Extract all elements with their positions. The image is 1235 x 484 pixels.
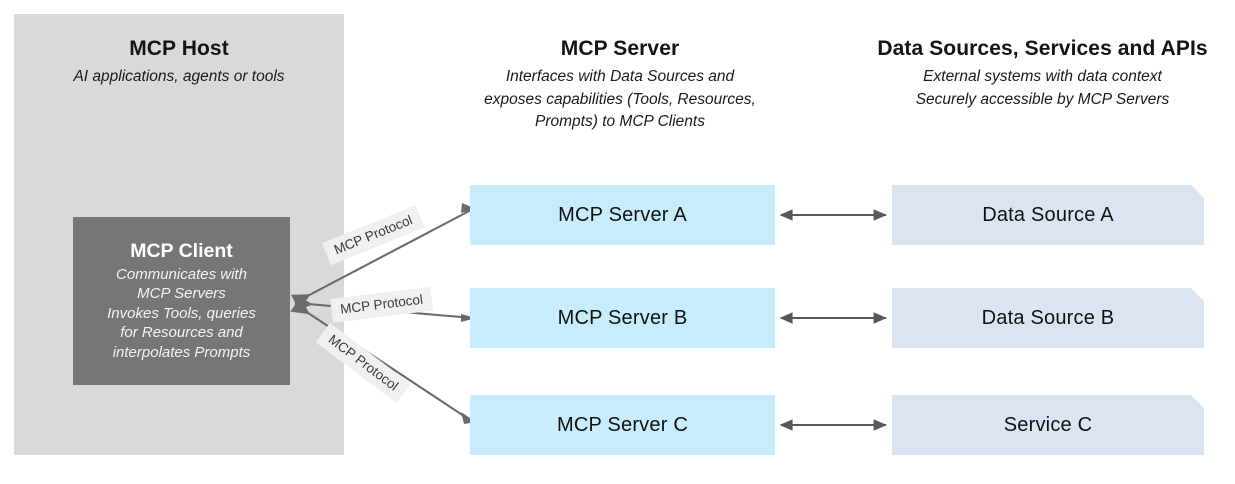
mcp-client-subtitle-line-1: Communicates with [116, 265, 247, 283]
data-source-b-label: Data Source B [981, 306, 1115, 329]
data-source-b-box: Data Source B [892, 288, 1204, 348]
mcp-server-b-label: MCP Server B [557, 306, 688, 329]
data-source-a-label: Data Source A [982, 203, 1114, 226]
data-source-a-box: Data Source A [892, 185, 1204, 245]
data-sources-title: Data Sources, Services and APIs [877, 37, 1208, 60]
service-c-label: Service C [1003, 413, 1093, 436]
service-c-box: Service C [892, 395, 1204, 455]
host-subtitle: AI applications, agents or tools [73, 68, 285, 86]
data-sources-subtitle-line-1: External systems with data context [923, 68, 1162, 86]
mcp-client-box: MCP Client Communicates with MCP Servers… [73, 217, 290, 385]
data-sources-subtitle-line-2: Securely accessible by MCP Servers [915, 90, 1170, 108]
server-subtitle-line-1: Interfaces with Data Sources and [505, 68, 735, 86]
server-datasource-connectors [779, 209, 887, 431]
mcp-server-c-label: MCP Server C [557, 413, 688, 436]
mcp-client-title: MCP Client [130, 239, 233, 262]
data-sources-subtitle: External systems with data context Secur… [855, 66, 1230, 111]
column-heading-data-sources: Data Sources, Services and APIs External… [855, 36, 1230, 111]
host-title: MCP Host [129, 37, 229, 60]
server-subtitle-line-2: exposes capabilities (Tools, Resources, [484, 90, 756, 108]
mcp-server-a-box: MCP Server A [470, 185, 775, 245]
mcp-client-subtitle: Communicates with MCP Servers Invokes To… [107, 265, 256, 363]
mcp-server-a-label: MCP Server A [558, 203, 687, 226]
server-subtitle-line-3: Prompts) to MCP Clients [535, 113, 705, 131]
mcp-server-c-box: MCP Server C [470, 395, 775, 455]
mcp-client-subtitle-line-3: Invokes Tools, queries [107, 304, 256, 322]
server-subtitle: Interfaces with Data Sources and exposes… [450, 66, 790, 133]
protocol-label-b: MCP Protocol [330, 286, 434, 323]
mcp-server-b-box: MCP Server B [470, 288, 775, 348]
column-heading-host: MCP Host AI applications, agents or tool… [14, 36, 344, 89]
mcp-client-subtitle-line-4: for Resources and [120, 324, 243, 342]
column-heading-server: MCP Server Interfaces with Data Sources … [450, 36, 790, 134]
mcp-client-subtitle-line-2: MCP Servers [137, 285, 226, 303]
mcp-client-subtitle-line-5: interpolates Prompts [112, 343, 251, 361]
server-title: MCP Server [560, 37, 680, 60]
